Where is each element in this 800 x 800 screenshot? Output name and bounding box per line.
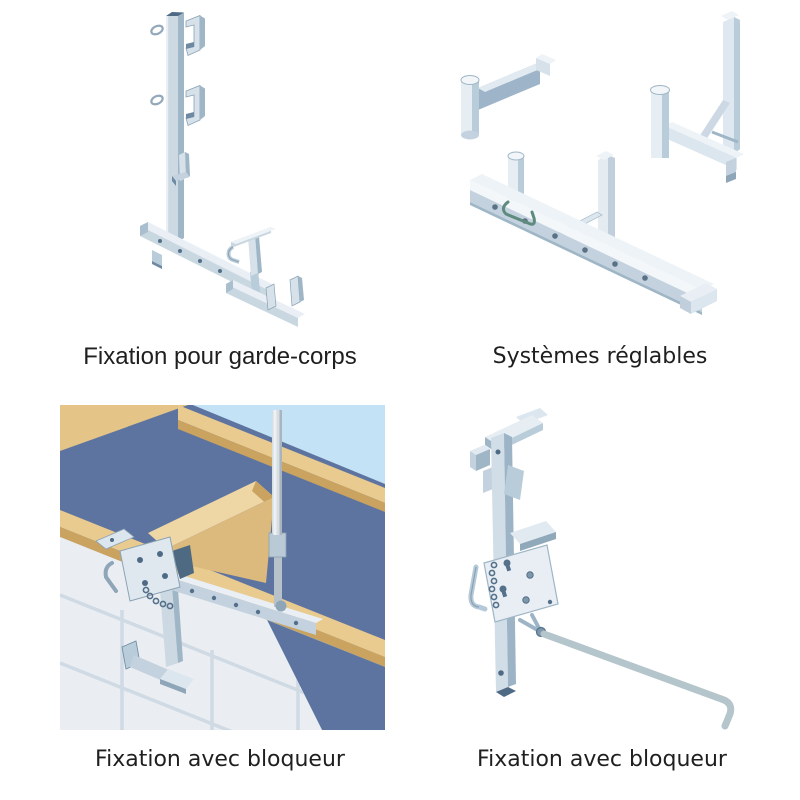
vertical-post [166,12,184,242]
lower-rail-u-bracket [226,275,305,327]
caption-blocker-scene: Fixation avec bloqueur [95,747,345,772]
blocker-mechanism [468,521,559,638]
blocker-assembly [95,410,323,694]
wall-foot-bracket [121,640,194,694]
blocker-part-illustration [468,408,735,730]
t-bracket [226,227,276,276]
wall [60,537,322,730]
post-hook [172,152,190,186]
caption-blocker-part: Fixation avec bloqueur [477,747,727,772]
tube-frame-piece [650,11,744,183]
figure-blocker-part [440,405,775,735]
perforated-rail-piece [470,151,717,315]
chain [488,561,500,609]
tube-clamp-lower [150,84,205,127]
socket-arm-piece [460,54,556,140]
rail-connector [250,269,260,295]
figure-guardrail-post [100,0,320,330]
figure-adjustable-systems [440,0,775,325]
blocker-plate [95,528,194,610]
caption-guardrail-post: Fixation pour garde-corps [83,343,357,370]
guardrail-post-illustration [140,12,305,327]
chain [142,586,174,610]
figure-blocker-scene [60,405,385,730]
blocker-hook [103,561,118,593]
caption-adjustable-systems: Systèmes réglables [492,344,708,369]
tube-clamp-upper [150,14,205,57]
purlin-beam [148,481,274,583]
eave-shadow [267,620,385,730]
support-bar-side [172,586,183,663]
ridge-board [60,405,188,451]
scene-rail [168,573,323,635]
wire-clip [501,200,536,226]
side-hook [468,564,488,612]
guardrail-pole [268,410,287,612]
blocker-scene-illustration [60,405,385,730]
slide-sleeve [504,465,524,500]
adjustable-systems-illustration [460,11,744,315]
hook-rod [540,630,735,730]
